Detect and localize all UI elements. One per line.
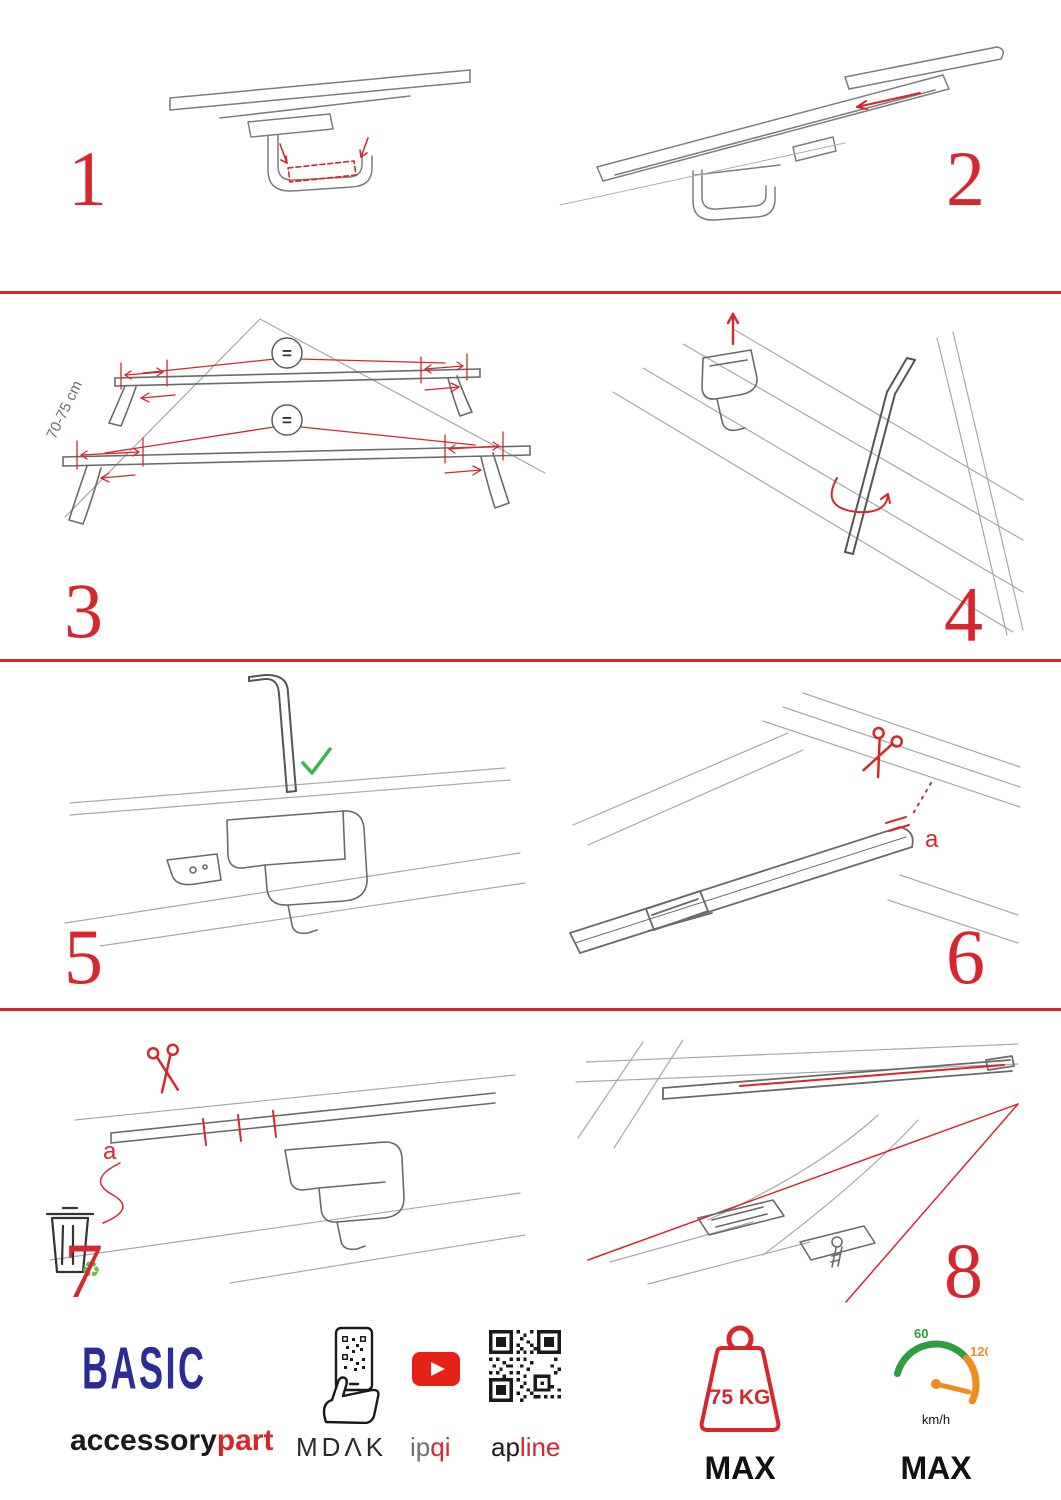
roof-rail-lines <box>572 692 1021 944</box>
section-divider-1 <box>0 291 1061 294</box>
strip-label-a: a <box>925 826 939 853</box>
roof-outline <box>64 318 546 518</box>
cut-tick-marks <box>202 1110 277 1146</box>
channel-strip-red <box>739 1064 1005 1087</box>
qr-code <box>489 1330 561 1402</box>
roof-panel-lines <box>612 329 1024 636</box>
crossbar-topview <box>662 1055 1015 1100</box>
apline-part-dark: ap <box>491 1432 520 1462</box>
car-underside-lines <box>49 1074 525 1284</box>
step-6-number: 6 <box>946 913 985 1000</box>
trash-icon <box>45 1206 95 1274</box>
step-1-illustration <box>169 69 471 192</box>
section-divider-2 <box>0 659 1061 662</box>
brand-basic-logo: BASIC <box>82 1336 207 1403</box>
apline-part-red: line <box>519 1432 561 1462</box>
roof-bar-drawing <box>559 46 1004 221</box>
step-2-illustration <box>559 46 1004 221</box>
equals-badge-top: = <box>282 344 292 363</box>
step-7-number: 7 <box>64 1227 103 1314</box>
step-8-number: 8 <box>944 1227 983 1314</box>
clamp-body-drawing <box>166 810 368 935</box>
scissors-icon <box>862 726 904 779</box>
measurement-label: 70-75 cm <box>43 378 86 442</box>
step-3-illustration: = = 70-75 cm <box>43 318 546 525</box>
brand-accessorypart: accessorypart <box>70 1424 273 1458</box>
partner-apline-label: apline <box>491 1432 560 1463</box>
discard-squiggle <box>100 1162 124 1224</box>
ipqi-part-gray: ip <box>410 1432 431 1462</box>
gauge-60-label: 60 <box>914 1326 928 1341</box>
clamp-parts-drawing <box>697 1199 876 1268</box>
step-5-number: 5 <box>64 913 103 1000</box>
rotation-arrow <box>830 477 891 514</box>
partner-ipqi-label: ipqi <box>410 1432 451 1463</box>
gauge-unit-label: km/h <box>922 1412 950 1427</box>
speedometer-icon: 60 120 km/h <box>893 1326 988 1427</box>
car-body-lines <box>64 767 526 947</box>
step-3-number: 3 <box>64 567 103 654</box>
section-divider-3 <box>0 1008 1061 1011</box>
ipqi-part-red: qi <box>430 1432 451 1462</box>
step-2-number: 2 <box>946 135 985 222</box>
dimension-marks <box>76 353 504 483</box>
step-7-illustration: a ♻ <box>45 1043 525 1284</box>
rail-drawing <box>169 69 471 192</box>
step-6-illustration: a <box>569 692 1021 954</box>
rubber-pad-highlight <box>279 137 369 183</box>
gauge-120-label: 120 <box>970 1344 988 1359</box>
speed-max-label: MAX <box>900 1450 972 1486</box>
equal-spacing-badges: = = <box>271 337 303 436</box>
weight-value: 75 KG <box>710 1386 771 1409</box>
partner-mdak-label: MDΛK <box>296 1432 388 1462</box>
zoom-wedge-lines <box>587 1103 1019 1303</box>
step-4-illustration <box>612 312 1024 636</box>
youtube-icon <box>412 1352 460 1386</box>
max-weight-icon: 75 KG <box>699 1325 781 1432</box>
step-1-number: 1 <box>68 135 107 222</box>
bar-with-channel <box>569 826 914 954</box>
phone-qr-scan-icon <box>322 1326 380 1424</box>
step-4-number: 4 <box>944 571 983 658</box>
step-8-illustration <box>575 1039 1019 1303</box>
crossbars-drawing <box>62 368 531 525</box>
clamp-drawing <box>701 349 758 432</box>
step-5-illustration <box>64 673 526 947</box>
brand-word-part: part <box>216 1424 274 1457</box>
slide-direction-arrow <box>856 92 921 110</box>
weight-max-label: MAX <box>704 1450 776 1486</box>
strip-label-a: a <box>103 1138 117 1165</box>
brand-word-accessory: accessory <box>70 1424 217 1457</box>
insert-arrow <box>726 312 740 346</box>
clamp-body-drawing <box>284 1141 405 1251</box>
cut-marks <box>885 782 932 832</box>
equals-badge-bottom: = <box>282 411 292 430</box>
scissors-icon <box>146 1043 180 1094</box>
hand-shape <box>322 1376 380 1424</box>
recycle-icon: ♻ <box>81 1257 101 1282</box>
allen-key-drawing <box>844 357 916 555</box>
allen-key-vertical <box>248 673 297 793</box>
check-icon <box>301 747 332 775</box>
excess-strip <box>110 1092 496 1144</box>
